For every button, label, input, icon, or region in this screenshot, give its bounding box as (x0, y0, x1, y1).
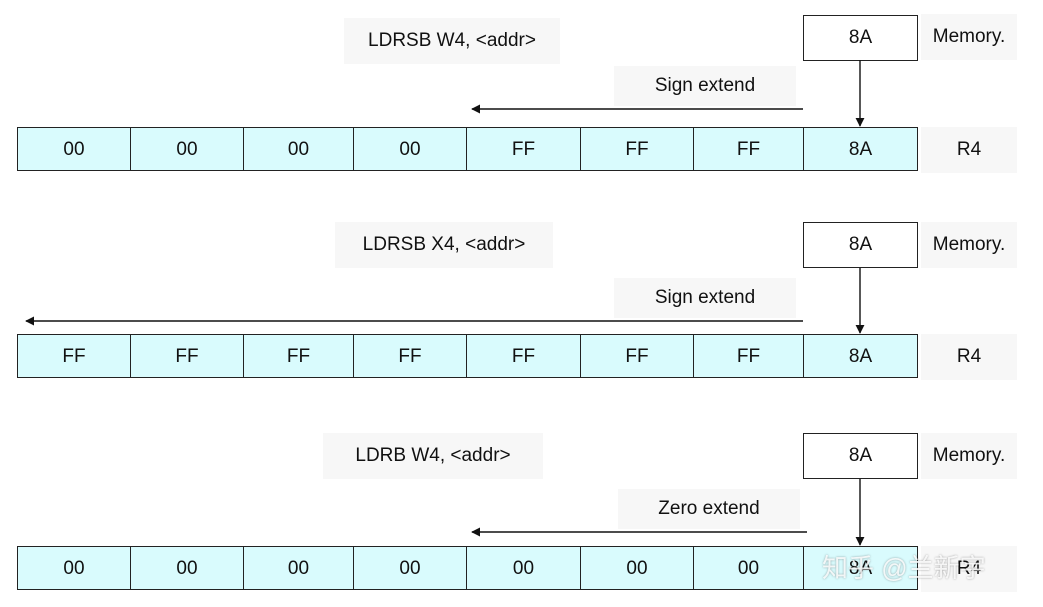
memory-byte-box: 8A (803, 15, 918, 61)
register-byte-3: FF (467, 334, 581, 378)
register-byte-4: 00 (354, 546, 467, 590)
register-byte-7: FF (17, 334, 131, 378)
extend-label: Sign extend (614, 66, 796, 106)
register-byte-1: FF (694, 127, 804, 171)
register-byte-3: FF (467, 127, 581, 171)
memory-label: Memory. (921, 14, 1017, 60)
register-byte-0: 8A (804, 334, 918, 378)
register-byte-1: FF (694, 334, 804, 378)
memory-label: Memory. (921, 433, 1017, 479)
memory-byte-box: 8A (803, 433, 918, 479)
register-byte-3: 00 (467, 546, 581, 590)
register-byte-2: 00 (581, 546, 694, 590)
register-byte-4: 00 (354, 127, 467, 171)
memory-label: Memory. (921, 222, 1017, 268)
extend-label: Zero extend (618, 489, 800, 529)
instruction-label: LDRSB W4, <addr> (344, 18, 560, 64)
register-byte-2: FF (581, 127, 694, 171)
extend-label: Sign extend (614, 278, 796, 318)
register-byte-0: 8A (804, 127, 918, 171)
register-row: FF FF FF FF FF FF FF 8A (17, 334, 918, 378)
memory-byte-box: 8A (803, 222, 918, 268)
register-label: R4 (921, 546, 1017, 592)
register-byte-6: 00 (131, 127, 244, 171)
register-byte-4: FF (354, 334, 467, 378)
instruction-label: LDRB W4, <addr> (323, 433, 543, 479)
register-byte-2: FF (581, 334, 694, 378)
register-row: 00 00 00 00 00 00 00 8A (17, 546, 918, 590)
register-label: R4 (921, 127, 1017, 173)
register-byte-5: 00 (244, 546, 354, 590)
watermark: 知乎 @兰新宇 (822, 553, 986, 583)
register-row: 00 00 00 00 FF FF FF 8A (17, 127, 918, 171)
register-label: R4 (921, 334, 1017, 380)
register-byte-7: 00 (17, 127, 131, 171)
instruction-label: LDRSB X4, <addr> (335, 222, 553, 268)
register-byte-1: 00 (694, 546, 804, 590)
register-byte-5: 00 (244, 127, 354, 171)
register-byte-0: 8A (804, 546, 918, 590)
register-byte-5: FF (244, 334, 354, 378)
register-byte-6: FF (131, 334, 244, 378)
register-byte-7: 00 (17, 546, 131, 590)
register-byte-6: 00 (131, 546, 244, 590)
